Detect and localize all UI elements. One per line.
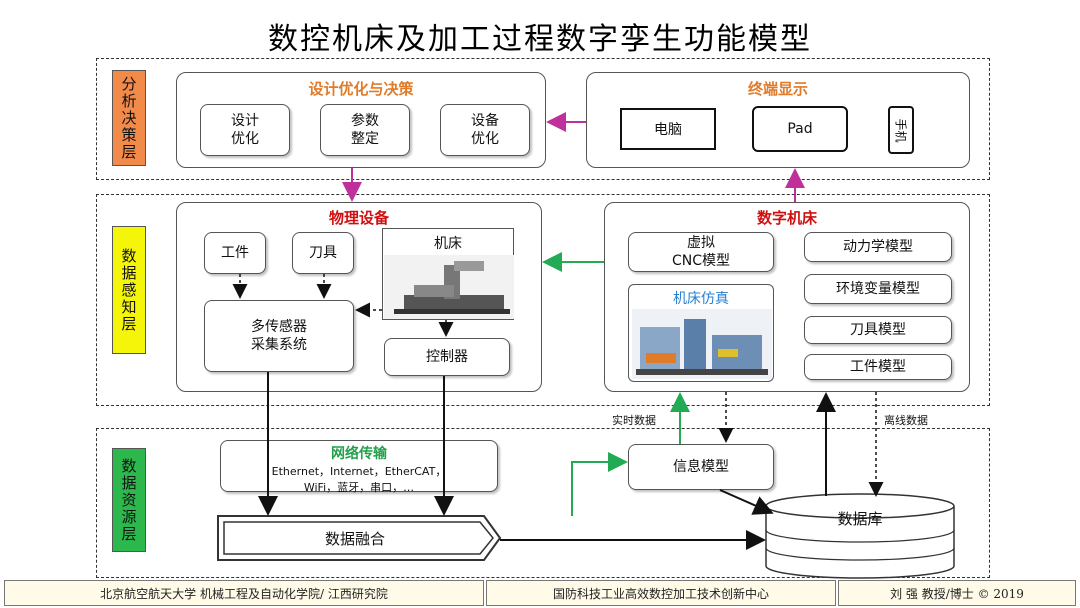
physical-panel-title: 物理设备 xyxy=(328,209,389,227)
digital-machine-title: 数字机床 xyxy=(756,209,817,227)
pc-device: 电脑 xyxy=(620,108,716,150)
network-title: 网络传输 xyxy=(331,446,387,462)
terminal-panel-title: 终端显示 xyxy=(747,80,808,98)
network-line-1: Ethernet，Internet，EtherCAT， xyxy=(271,465,447,478)
environment-model-box: 环境变量模型 xyxy=(804,274,952,304)
multi-sensor-box: 多传感器 采集系统 xyxy=(204,300,354,372)
analysis-layer-label: 分析决策层 xyxy=(112,70,146,166)
machine-tool-image xyxy=(384,255,514,319)
design-panel-title: 设计优化与决策 xyxy=(308,80,414,98)
dynamics-model-box: 动力学模型 xyxy=(804,232,952,262)
realtime-data-label: 实时数据 xyxy=(612,414,656,427)
pad-device: Pad xyxy=(752,106,848,152)
phone-label: 手机 xyxy=(893,117,908,143)
tool-box: 刀具 xyxy=(292,232,354,274)
parameter-tuning-box: 参数 整定 xyxy=(320,104,410,156)
workpiece-model-box: 工件模型 xyxy=(804,354,952,380)
analysis-layer xyxy=(96,58,990,180)
database-label: 数据库 xyxy=(837,510,883,528)
data-fusion-label: 数据融合 xyxy=(324,530,385,548)
simulation-frame: 机床仿真 xyxy=(628,284,774,382)
footer-author: 刘 强 教授/博士 © 2019 xyxy=(838,580,1076,606)
footer-center: 国防科技工业高效数控加工技术创新中心 xyxy=(486,580,836,606)
resource-layer xyxy=(96,428,990,578)
phone-device: 手机 xyxy=(888,106,914,154)
page-title: 数控机床及加工过程数字孪生功能模型 xyxy=(268,22,812,57)
machine-label: 机床 xyxy=(434,236,462,252)
footer-institution: 北京航空航天大学 机械工程及自动化学院/ 江西研究院 xyxy=(4,580,484,606)
offline-data-label: 离线数据 xyxy=(884,414,928,427)
virtual-cnc-box: 虚拟 CNC模型 xyxy=(628,232,774,272)
info-model-box: 信息模型 xyxy=(628,444,774,490)
workpiece-box: 工件 xyxy=(204,232,266,274)
controller-box: 控制器 xyxy=(384,338,510,376)
perception-layer-label: 数据感知层 xyxy=(112,226,146,354)
design-optimization-box: 设计 优化 xyxy=(200,104,290,156)
simulation-image xyxy=(632,309,772,379)
network-box: 网络传输 Ethernet，Internet，EtherCAT， WiFi，蓝牙… xyxy=(220,440,498,494)
simulation-title: 机床仿真 xyxy=(673,291,729,307)
equipment-optimization-box: 设备 优化 xyxy=(440,104,530,156)
perception-layer xyxy=(96,194,990,406)
network-line-2: WiFi，蓝牙，串口，… xyxy=(303,481,415,494)
machine-frame: 机床 xyxy=(382,228,514,320)
resource-layer-label: 数据资源层 xyxy=(112,448,146,552)
tool-model-box: 刀具模型 xyxy=(804,316,952,344)
